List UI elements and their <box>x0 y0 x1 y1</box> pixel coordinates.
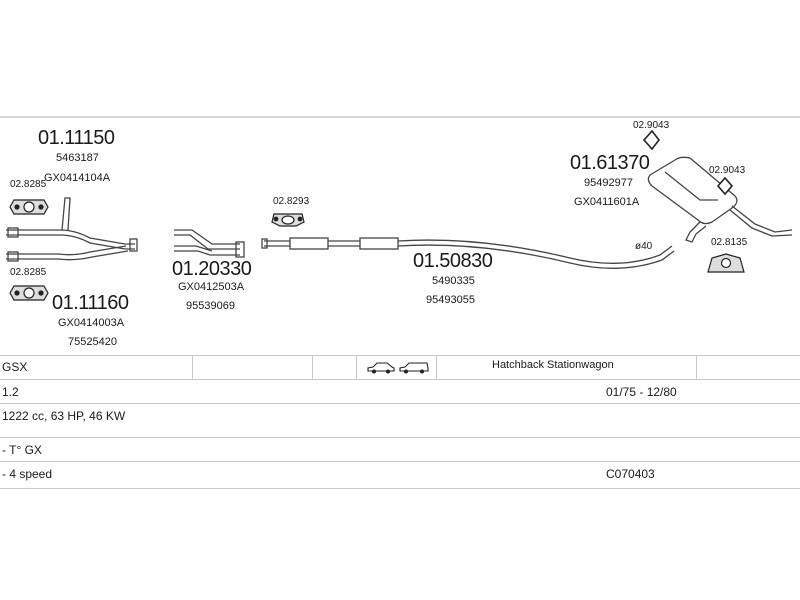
rubber-mount-right-icon <box>716 176 734 196</box>
gasket-top-icon <box>9 199 49 215</box>
body-types-cell: Hatchback Stationwagon <box>492 359 614 371</box>
part-ref: 95539069 <box>186 300 235 312</box>
exhaust-drawing <box>0 116 800 301</box>
gasket-bottom-icon <box>9 285 49 301</box>
engine-cell: 1.2 <box>2 385 19 399</box>
part-ref: 5463187 <box>56 152 99 164</box>
part-ref: 95492977 <box>584 177 633 189</box>
column-divider <box>312 356 313 380</box>
part-ref: 75525420 <box>68 336 117 348</box>
years-cell: 01/75 - 12/80 <box>606 385 677 399</box>
part-code-middle: 01.20330 <box>172 258 252 280</box>
part-code-front-lower: 01.11160 <box>52 292 129 314</box>
part-code-center: 01.50830 <box>413 250 493 272</box>
model-cell: GSX <box>2 360 28 374</box>
clamp-mid-code: 02.8293 <box>273 196 310 207</box>
part-ref: 5490335 <box>432 275 475 287</box>
part-code-front-upper: 01.11150 <box>38 127 115 149</box>
part-ref: GX0414003A <box>58 317 125 329</box>
hanger-code: 02.8135 <box>711 237 748 248</box>
table-row: GSX Hatchback Stationwagon <box>0 355 800 380</box>
table-row: - 4 speed C070403 <box>0 461 800 489</box>
column-divider <box>192 356 193 380</box>
part-ref: GX0411601A <box>574 196 640 208</box>
rubber-right-code: 02.9043 <box>709 165 746 176</box>
hanger-icon <box>707 253 745 273</box>
hatchback-car-icon <box>366 361 396 377</box>
column-divider <box>356 356 357 380</box>
variant-cell: - T° GX <box>2 443 42 457</box>
gearbox-cell: - 4 speed <box>2 467 53 481</box>
part-code-rear: 01.61370 <box>570 152 650 174</box>
rear-muffler-drawing <box>647 156 793 243</box>
catalog-code-cell: C070403 <box>606 467 655 481</box>
rubber-mount-top-icon <box>642 129 661 151</box>
table-row: - T° GX <box>0 437 800 462</box>
clamp-mid-icon <box>271 213 305 227</box>
specs-cell: 1222 cc, 63 HP, 46 KW <box>2 409 126 423</box>
stationwagon-car-icon <box>398 361 430 377</box>
front-pipe-upper-drawing <box>6 197 138 252</box>
part-ref: GX0414104A <box>44 172 111 184</box>
column-divider <box>696 356 697 380</box>
rubber-top-code: 02.9043 <box>633 120 670 131</box>
front-pipe-lower-drawing <box>6 245 129 262</box>
part-ref: GX0412503A <box>178 281 245 293</box>
gasket-top-code: 02.8285 <box>10 179 47 190</box>
table-row: 1.2 01/75 - 12/80 <box>0 379 800 404</box>
part-ref: 95493055 <box>426 294 475 306</box>
middle-pipe-drawing <box>174 229 245 258</box>
center-pipe-drawing <box>261 237 675 269</box>
column-divider <box>436 356 437 380</box>
gasket-bottom-code: 02.8285 <box>10 267 47 278</box>
diameter-label: ø40 <box>635 241 653 252</box>
table-row: 1222 cc, 63 HP, 46 KW <box>0 403 800 428</box>
